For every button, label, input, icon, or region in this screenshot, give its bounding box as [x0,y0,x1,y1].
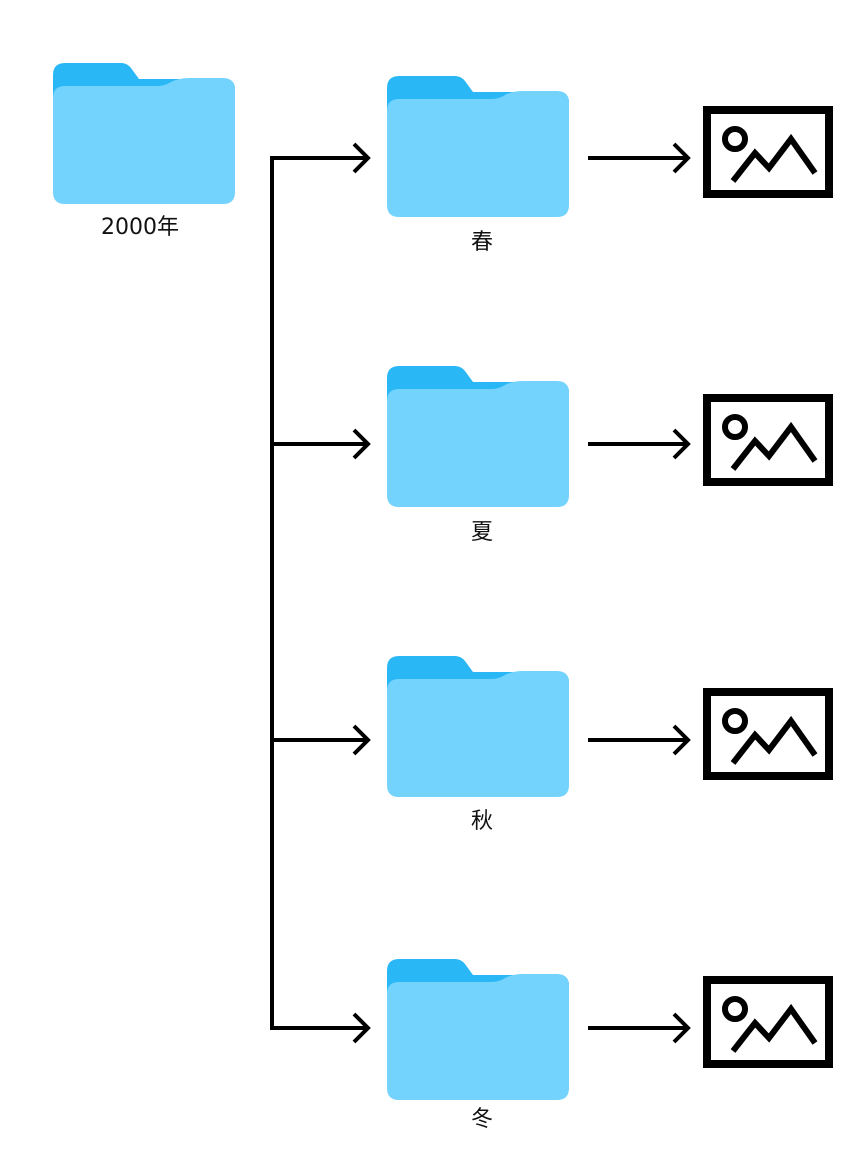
root-folder[interactable]: 2000年 [53,63,235,240]
image-icon[interactable] [707,398,829,482]
season-folder-label: 秋 [471,809,493,834]
image-icon[interactable] [707,692,829,776]
arrowhead-icon [672,1012,691,1044]
image-icon[interactable] [707,110,829,194]
season-folder-winter[interactable]: 冬 [387,959,569,1132]
branch-autumn [270,724,371,756]
season-folder-label: 春 [471,230,493,255]
branch-winter [270,1012,371,1044]
season-folder-label: 冬 [471,1107,493,1132]
arrowhead-icon [352,428,371,460]
output-arrow [588,142,691,174]
folder-icon [387,656,569,797]
arrowhead-icon [672,142,691,174]
folder-icon [387,76,569,217]
season-folder-label: 夏 [471,520,493,545]
arrowhead-icon [672,724,691,756]
arrowhead-icon [352,724,371,756]
season-folder-spring[interactable]: 春 [387,76,569,255]
arrowhead-icon [672,428,691,460]
image-icon[interactable] [707,980,829,1064]
root-folder-label: 2000年 [101,215,179,240]
output-arrow [588,1012,691,1044]
arrowhead-icon [352,142,371,174]
season-folder-autumn[interactable]: 秋 [387,656,569,834]
arrowhead-icon [352,1012,371,1044]
folder-icon [387,959,569,1100]
folder-icon [387,366,569,507]
season-folder-summer[interactable]: 夏 [387,366,569,545]
folder-icon [53,63,235,204]
output-arrow [588,724,691,756]
branch-spring [270,142,371,174]
output-arrow [588,428,691,460]
branch-summer [270,428,371,460]
